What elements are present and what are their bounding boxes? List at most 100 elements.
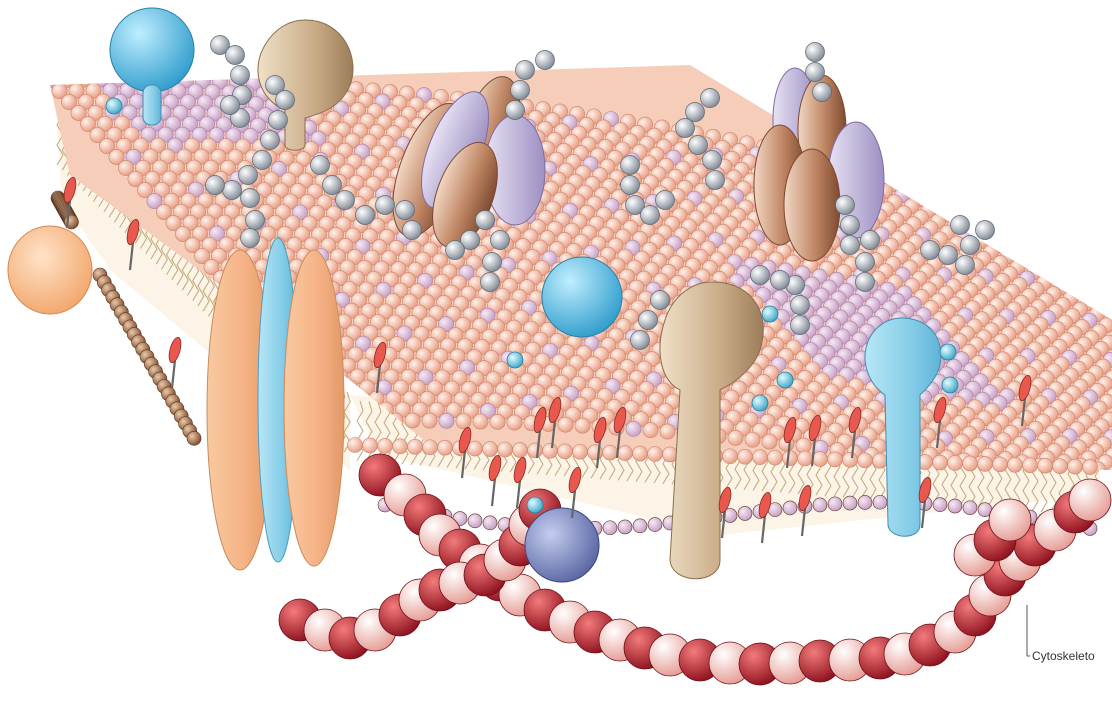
actin-subunit [989,499,1031,541]
glycan-chain-icon [703,151,722,170]
headgroup-edge [828,452,843,467]
glycan-chain-icon [956,256,975,275]
headgroup [987,203,1002,218]
headgroup [1055,222,1070,237]
headgroup-edge [543,443,558,458]
glycan-chain-icon [856,273,875,292]
headgroup [1057,239,1072,254]
glycan-chain-icon [813,83,832,102]
headgroup [1038,217,1053,232]
headgroup-edge [798,451,813,466]
headgroup-edge [843,452,858,467]
headgroup [996,214,1011,229]
headgroup-edge [483,442,498,457]
glycan-chain-icon [231,66,250,85]
headgroup-inner [468,514,482,528]
headgroup [1087,290,1102,305]
glycan-chain-icon [621,156,640,175]
headgroup-inner [948,499,962,513]
headgroup [1076,261,1091,276]
headgroup-edge [528,443,543,458]
glycan-chain-icon [686,103,705,122]
headgroup [1093,266,1108,281]
glycan-chain-icon [806,63,825,82]
headgroup [558,417,573,432]
headgroup [575,418,590,433]
glycan-chain-icon [651,291,670,310]
actin-subunit [1069,479,1111,521]
headgroup [1089,233,1104,248]
headgroup [1021,213,1036,228]
glycan-chain-icon [861,231,880,250]
headgroup [960,187,975,202]
glycan-chain-icon [516,61,535,80]
glycan-chain-icon [223,181,242,200]
headgroup [1006,225,1021,240]
headgroup-edge [738,449,753,464]
headgroup-edge [933,455,948,470]
headgroup [1104,294,1112,309]
glycan-chain-icon [396,201,415,220]
glycan-chain-icon [641,206,660,225]
headgroup-inner [633,519,647,533]
headgroup [762,434,777,449]
headgroup [994,197,1009,212]
glycan-chain-icon [336,191,355,210]
headgroup [1032,241,1047,256]
headgroup [456,414,471,429]
glycan-chain-icon [276,91,295,110]
headgroup [977,192,992,207]
transmembrane-protein-complex [207,238,344,570]
headgroup [626,421,641,436]
headgroup-inner [187,431,201,445]
headgroup-edge [498,442,513,457]
headgroup [745,432,760,447]
cholesterol-icon [167,336,183,364]
headgroup-edge [618,446,633,461]
headgroup [1091,249,1106,264]
glycan-chain-icon [491,231,510,250]
headgroup [422,413,437,428]
headgroup-edge [723,449,738,464]
cyan-molecule [507,352,523,368]
headgroup [1004,208,1019,223]
glycan-chain-icon [403,221,422,240]
headgroup-edge [633,446,648,461]
glycan-chain-icon [536,51,555,70]
headgroup [728,430,743,445]
cyan-molecule [527,497,543,513]
headgroup [1100,260,1112,275]
headgroup-edge [603,445,618,460]
glycan-chain-icon [261,131,280,150]
headgroup [1068,268,1083,283]
headgroup-edge [783,451,798,466]
headgroup [490,414,505,429]
headgroup [1015,236,1030,251]
cyan-molecule [762,306,778,322]
headgroup-edge [378,438,393,453]
glycan-chain-icon [356,206,375,225]
glycan-chain-icon [961,236,980,255]
headgroup [902,181,917,196]
headgroup-edge [873,453,888,468]
headgroup [1028,206,1043,221]
cyan-molecule [777,372,793,388]
headgroup-edge [813,451,828,466]
headgroup-edge [993,457,1008,472]
headgroup [1079,222,1094,237]
glycan-chain-icon [476,211,495,230]
headgroup [1059,257,1074,272]
glycan-chain-icon [791,296,810,315]
headgroup [953,194,968,209]
glycan-chain-icon [206,176,225,195]
headgroup [1066,250,1081,265]
glycan-chain-icon [241,189,260,208]
glycan-chain-icon [376,196,395,215]
glycan-chain-icon [511,81,530,100]
headgroup [1045,211,1060,226]
headgroup [919,185,934,200]
headgroup-inner [843,496,857,510]
blue-ball-protein [110,8,194,92]
headgroup [1023,230,1038,245]
